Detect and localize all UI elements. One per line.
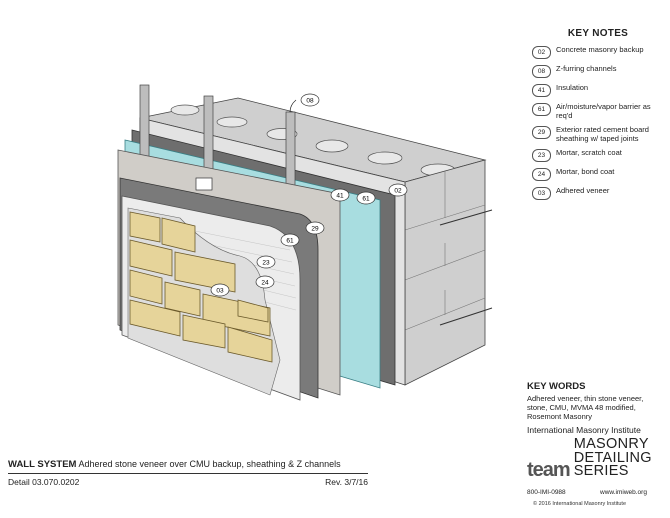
key-note-tag: 29 [532,126,551,139]
tag-61b: 61 [280,233,300,247]
key-note-item: 02 Concrete masonry backup [532,45,664,59]
key-note-item: 24 Mortar, bond coat [532,167,664,181]
tag-61a: 61 [356,191,376,205]
series-line-2: DETAILING [573,449,652,466]
drawing-subtitle: Adhered stone veneer over CMU backup, sh… [78,459,341,469]
key-note-tag: 03 [532,187,551,200]
tag-29: 29 [305,221,325,235]
key-words-panel: KEY WORDS Adhered veneer, thin stone ven… [527,381,665,421]
stone-veneer [129,211,273,363]
tag-02-label: 02 [394,188,402,195]
cmu-side-joints [404,171,486,331]
wall-ties [439,209,493,326]
key-note-tag: 23 [532,149,551,162]
team-logo-word: team [527,458,571,481]
key-note-item: 61 Air/moisture/vapor barrier as req'd [532,102,664,120]
series-name: MASONRY DETAILING SERIES [573,436,652,479]
key-note-tag: 61 [532,103,551,116]
leader-lines [289,99,297,113]
tag-24: 24 [255,275,275,289]
tag-61b-label: 61 [286,238,294,245]
phone-number: 800-IMI-0988 [527,489,566,496]
key-note-text: Mortar, scratch coat [556,148,622,157]
key-notes-title: KEY NOTES [567,28,629,39]
tag-24-label: 24 [261,280,269,287]
key-note-item: 41 Insulation [532,83,664,97]
key-notes-panel: KEY NOTES 02 Concrete masonry backup 08 … [532,28,664,205]
series-line-3: SERIES [573,463,629,479]
copyright-text: © 2016 International Masonry Institute [533,501,627,507]
tag-02: 02 [388,183,408,197]
drawing-title: WALL SYSTEM [8,459,77,470]
title-row: WALL SYSTEM Adhered stone veneer over CM… [8,459,368,470]
series-line-1: MASONRY [573,436,649,452]
tag-41-label: 41 [336,193,344,200]
key-note-tag: 41 [532,84,551,97]
key-note-item: 03 Adhered veneer [532,186,664,200]
cmu-cells [170,104,456,177]
tag-03: 03 [210,283,230,297]
key-note-text: Exterior rated cement board sheathing w/… [556,125,649,143]
key-note-text: Concrete masonry backup [556,45,644,54]
tag-29-label: 29 [311,226,319,233]
tag-61a-label: 61 [362,196,370,203]
key-words-text: Adhered veneer, thin stone veneer, stone… [527,394,644,421]
tag-23: 23 [256,255,276,269]
detail-row: Detail 03.070.0202 Rev. 3/7/16 [8,477,368,487]
tag-08-label: 08 [306,98,314,105]
key-note-tag: 02 [532,46,551,59]
key-note-item: 08 Z-furring channels [532,64,664,78]
key-note-tag: 24 [532,168,551,181]
tag-23-label: 23 [262,260,270,267]
key-words-title: KEY WORDS [527,381,586,392]
detail-number: Detail 03.070.0202 [8,477,80,487]
key-note-item: 23 Mortar, scratch coat [532,148,664,162]
series-logo: team MASONRY DETAILING SERIES [527,436,652,481]
wall-section-drawing: 08 02 61 41 29 61 23 24 03 [117,84,493,401]
revision-date: Rev. 3/7/16 [325,477,368,487]
key-note-tag: 08 [532,65,551,78]
key-note-item: 29 Exterior rated cement board sheathing… [532,125,664,143]
fastener-plate [195,177,213,191]
key-note-text: Adhered veneer [556,186,610,195]
tag-03-label: 03 [216,288,224,295]
title-block: WALL SYSTEM Adhered stone veneer over CM… [8,457,368,487]
title-divider [8,473,368,474]
tag-41: 41 [330,188,350,202]
tag-08: 08 [300,93,320,107]
key-note-text: Air/moisture/vapor barrier as req'd [556,102,651,120]
key-note-text: Insulation [556,83,589,92]
website-link[interactable]: www.imiweb.org [600,489,647,496]
key-note-text: Mortar, bond coat [556,167,615,176]
institute-name: International Masonry Institute [527,425,641,435]
key-note-text: Z-furring channels [556,64,617,73]
